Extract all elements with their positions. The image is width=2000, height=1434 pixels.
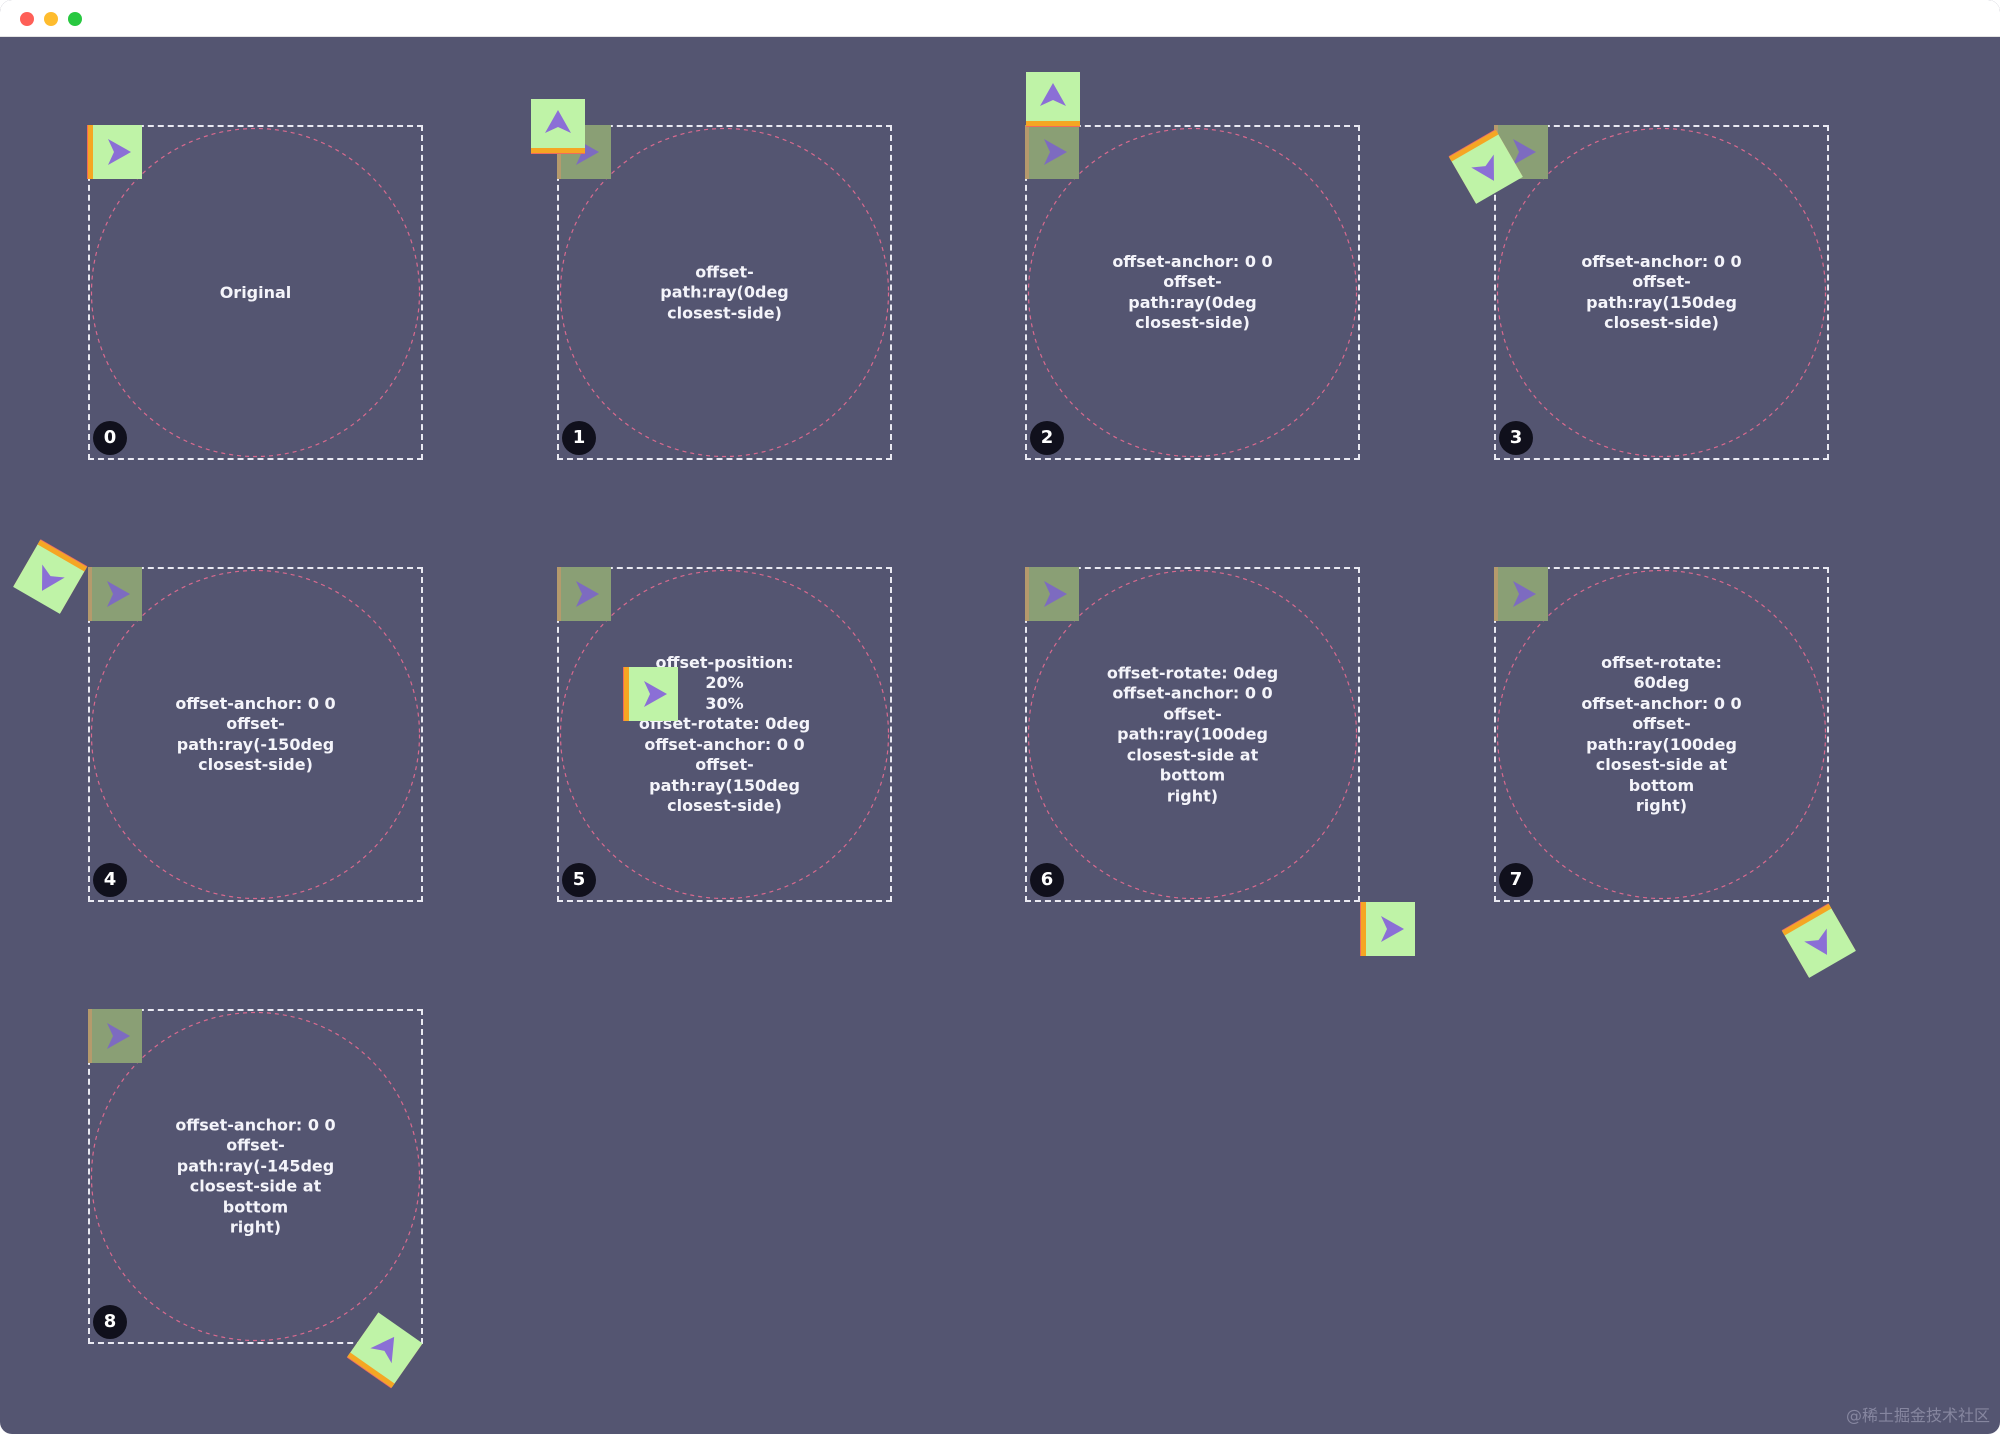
demo-index-badge: 8 xyxy=(93,1305,127,1339)
offset-tile xyxy=(624,667,678,721)
original-position-tile xyxy=(557,567,611,621)
demo-box-4: offset-anchor: 0 0 offset- path:ray(-150… xyxy=(88,567,423,902)
demo-canvas: Original 0 offset-path:ray(0deg closest-… xyxy=(0,37,2000,1434)
demo-label: offset-anchor: 0 0 offset- path:ray(-150… xyxy=(175,693,336,775)
demo-box-7: offset-rotate: 60deg offset-anchor: 0 0 … xyxy=(1494,567,1829,902)
demo-index-badge: 0 xyxy=(93,421,127,455)
play-arrow-icon xyxy=(1040,83,1066,107)
offset-tile xyxy=(1361,902,1415,956)
demo-label: offset-rotate: 0deg offset-anchor: 0 0 o… xyxy=(1106,662,1279,805)
minimize-button[interactable] xyxy=(44,12,58,26)
window-titlebar xyxy=(0,0,2000,37)
demo-label: offset-anchor: 0 0 offset-path:ray(150de… xyxy=(1581,251,1742,333)
play-arrow-icon xyxy=(1513,139,1536,165)
play-arrow-icon xyxy=(576,581,599,607)
demo-box-1: offset-path:ray(0deg closest-side) 1 xyxy=(557,125,892,460)
demo-index-badge: 6 xyxy=(1030,863,1064,897)
demo-label: offset-anchor: 0 0 offset-path:ray(0deg … xyxy=(1112,251,1273,333)
offset-tile xyxy=(347,1312,423,1388)
maximize-button[interactable] xyxy=(68,12,82,26)
demo-box-6: offset-rotate: 0deg offset-anchor: 0 0 o… xyxy=(1025,567,1360,902)
play-arrow-icon xyxy=(42,564,66,591)
demo-box-2: offset-anchor: 0 0 offset-path:ray(0deg … xyxy=(1025,125,1360,460)
original-position-tile xyxy=(1494,567,1548,621)
play-arrow-icon xyxy=(107,581,130,607)
play-arrow-icon xyxy=(1044,581,1067,607)
play-arrow-icon xyxy=(545,110,571,134)
demo-box-3: offset-anchor: 0 0 offset-path:ray(150de… xyxy=(1494,125,1829,460)
ray-circle xyxy=(559,569,890,900)
ray-circle xyxy=(90,569,421,900)
demo-label: offset-rotate: 60deg offset-anchor: 0 0 … xyxy=(1581,652,1742,816)
ray-circle xyxy=(1027,569,1358,900)
play-arrow-icon xyxy=(107,1023,130,1049)
close-button[interactable] xyxy=(20,12,34,26)
offset-tile xyxy=(1449,130,1523,204)
play-arrow-icon xyxy=(643,681,667,707)
demo-label: offset-path:ray(0deg closest-side) xyxy=(660,261,789,322)
demo-index-badge: 4 xyxy=(93,863,127,897)
play-arrow-icon xyxy=(1044,139,1067,165)
ray-circle xyxy=(559,127,890,458)
play-arrow-icon xyxy=(1513,581,1536,607)
demo-index-badge: 1 xyxy=(562,421,596,455)
demo-box-5: offset-position: 20% 30% offset-rotate: … xyxy=(557,567,892,902)
ray-circle xyxy=(90,127,421,458)
offset-tile xyxy=(88,125,142,179)
play-arrow-icon xyxy=(107,139,131,165)
offset-tile xyxy=(1782,904,1856,978)
demo-label: Original xyxy=(219,282,292,302)
original-position-tile xyxy=(1025,125,1079,179)
demo-index-badge: 5 xyxy=(562,863,596,897)
demo-index-badge: 2 xyxy=(1030,421,1064,455)
original-position-tile xyxy=(88,567,142,621)
play-arrow-icon xyxy=(370,1337,394,1364)
original-position-tile xyxy=(88,1009,142,1063)
demo-box-8: offset-anchor: 0 0 offset- path:ray(-145… xyxy=(88,1009,423,1344)
ray-circle xyxy=(1027,127,1358,458)
demo-index-badge: 7 xyxy=(1499,863,1533,897)
play-arrow-icon xyxy=(1470,154,1494,181)
ray-circle xyxy=(1496,569,1827,900)
demo-label: offset-position: 20% 30% offset-rotate: … xyxy=(638,652,811,816)
offset-tile xyxy=(13,540,87,614)
ray-circle xyxy=(90,1011,421,1342)
offset-tile xyxy=(531,99,585,153)
ray-circle xyxy=(1496,127,1827,458)
offset-tile xyxy=(1026,72,1080,126)
play-arrow-icon xyxy=(1380,916,1404,942)
demo-index-badge: 3 xyxy=(1499,421,1533,455)
watermark: @稀土掘金技术社区 xyxy=(1845,1406,1990,1425)
original-position-tile xyxy=(1025,567,1079,621)
play-arrow-icon xyxy=(1803,928,1827,955)
demo-label: offset-anchor: 0 0 offset- path:ray(-145… xyxy=(175,1115,336,1237)
demo-box-0: Original 0 xyxy=(88,125,423,460)
